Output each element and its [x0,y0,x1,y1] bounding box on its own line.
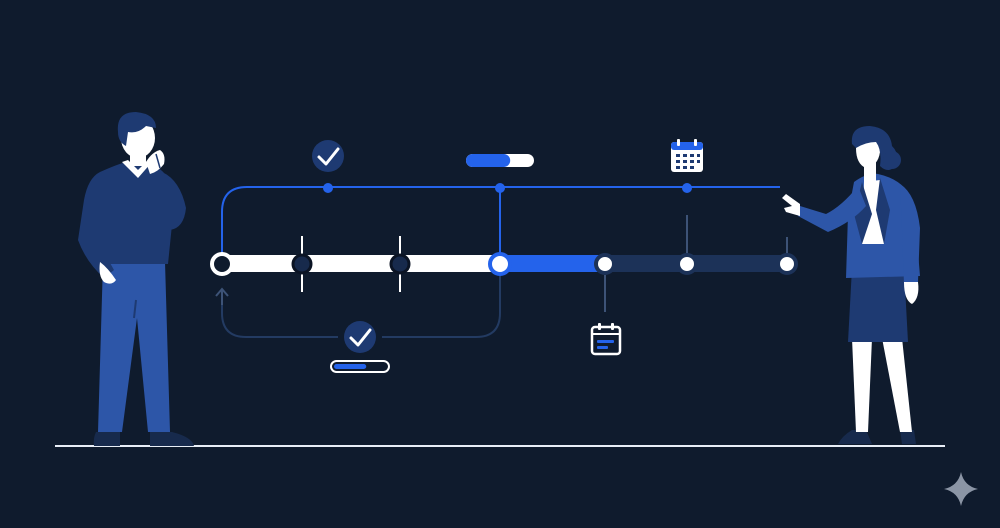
track-completed [222,255,500,272]
woman-pointing-hand [782,194,800,216]
bottom-progress-bar [330,360,390,373]
calendar-note-icon [590,323,622,356]
check-circle-icon [312,140,344,172]
upper-dot-2 [495,183,505,193]
man-right-shoe [150,432,194,446]
man-hair [117,112,156,146]
man-legs [98,262,170,432]
end-node [776,253,798,275]
calendar-grid-icon [671,139,703,172]
milestone-node-1 [291,253,313,275]
lower-loop-line [221,275,501,338]
woman-skirt [848,268,908,342]
woman-right-shoe [900,430,916,444]
man-right-arm [150,172,186,230]
woman-right-leg [882,338,912,432]
current-node [488,252,512,276]
man-left-arm [78,172,114,278]
milestone-node-2 [389,253,411,275]
woman-left-leg [852,338,872,432]
future-node-1 [594,253,616,275]
upper-dot-1 [323,183,333,193]
thinking-man [78,112,194,446]
woman-hair-bun [883,151,901,169]
top-progress-bar [466,154,534,167]
man-left-hand [99,262,116,284]
upper-branch-line [221,186,780,262]
track-progress [500,255,607,272]
arrow-up-icon [215,287,229,305]
presenting-woman [782,126,920,444]
woman-right-arm [900,184,920,284]
start-node [210,252,234,276]
woman-left-shoe [838,430,872,444]
sparkle-icon [944,472,978,506]
future-node-2 [676,253,698,275]
woman-pointing-arm [798,186,866,232]
woman-right-hand [904,282,919,304]
upper-dot-3 [682,183,692,193]
check-circle-icon [344,321,376,353]
man-left-shoe [93,432,120,446]
